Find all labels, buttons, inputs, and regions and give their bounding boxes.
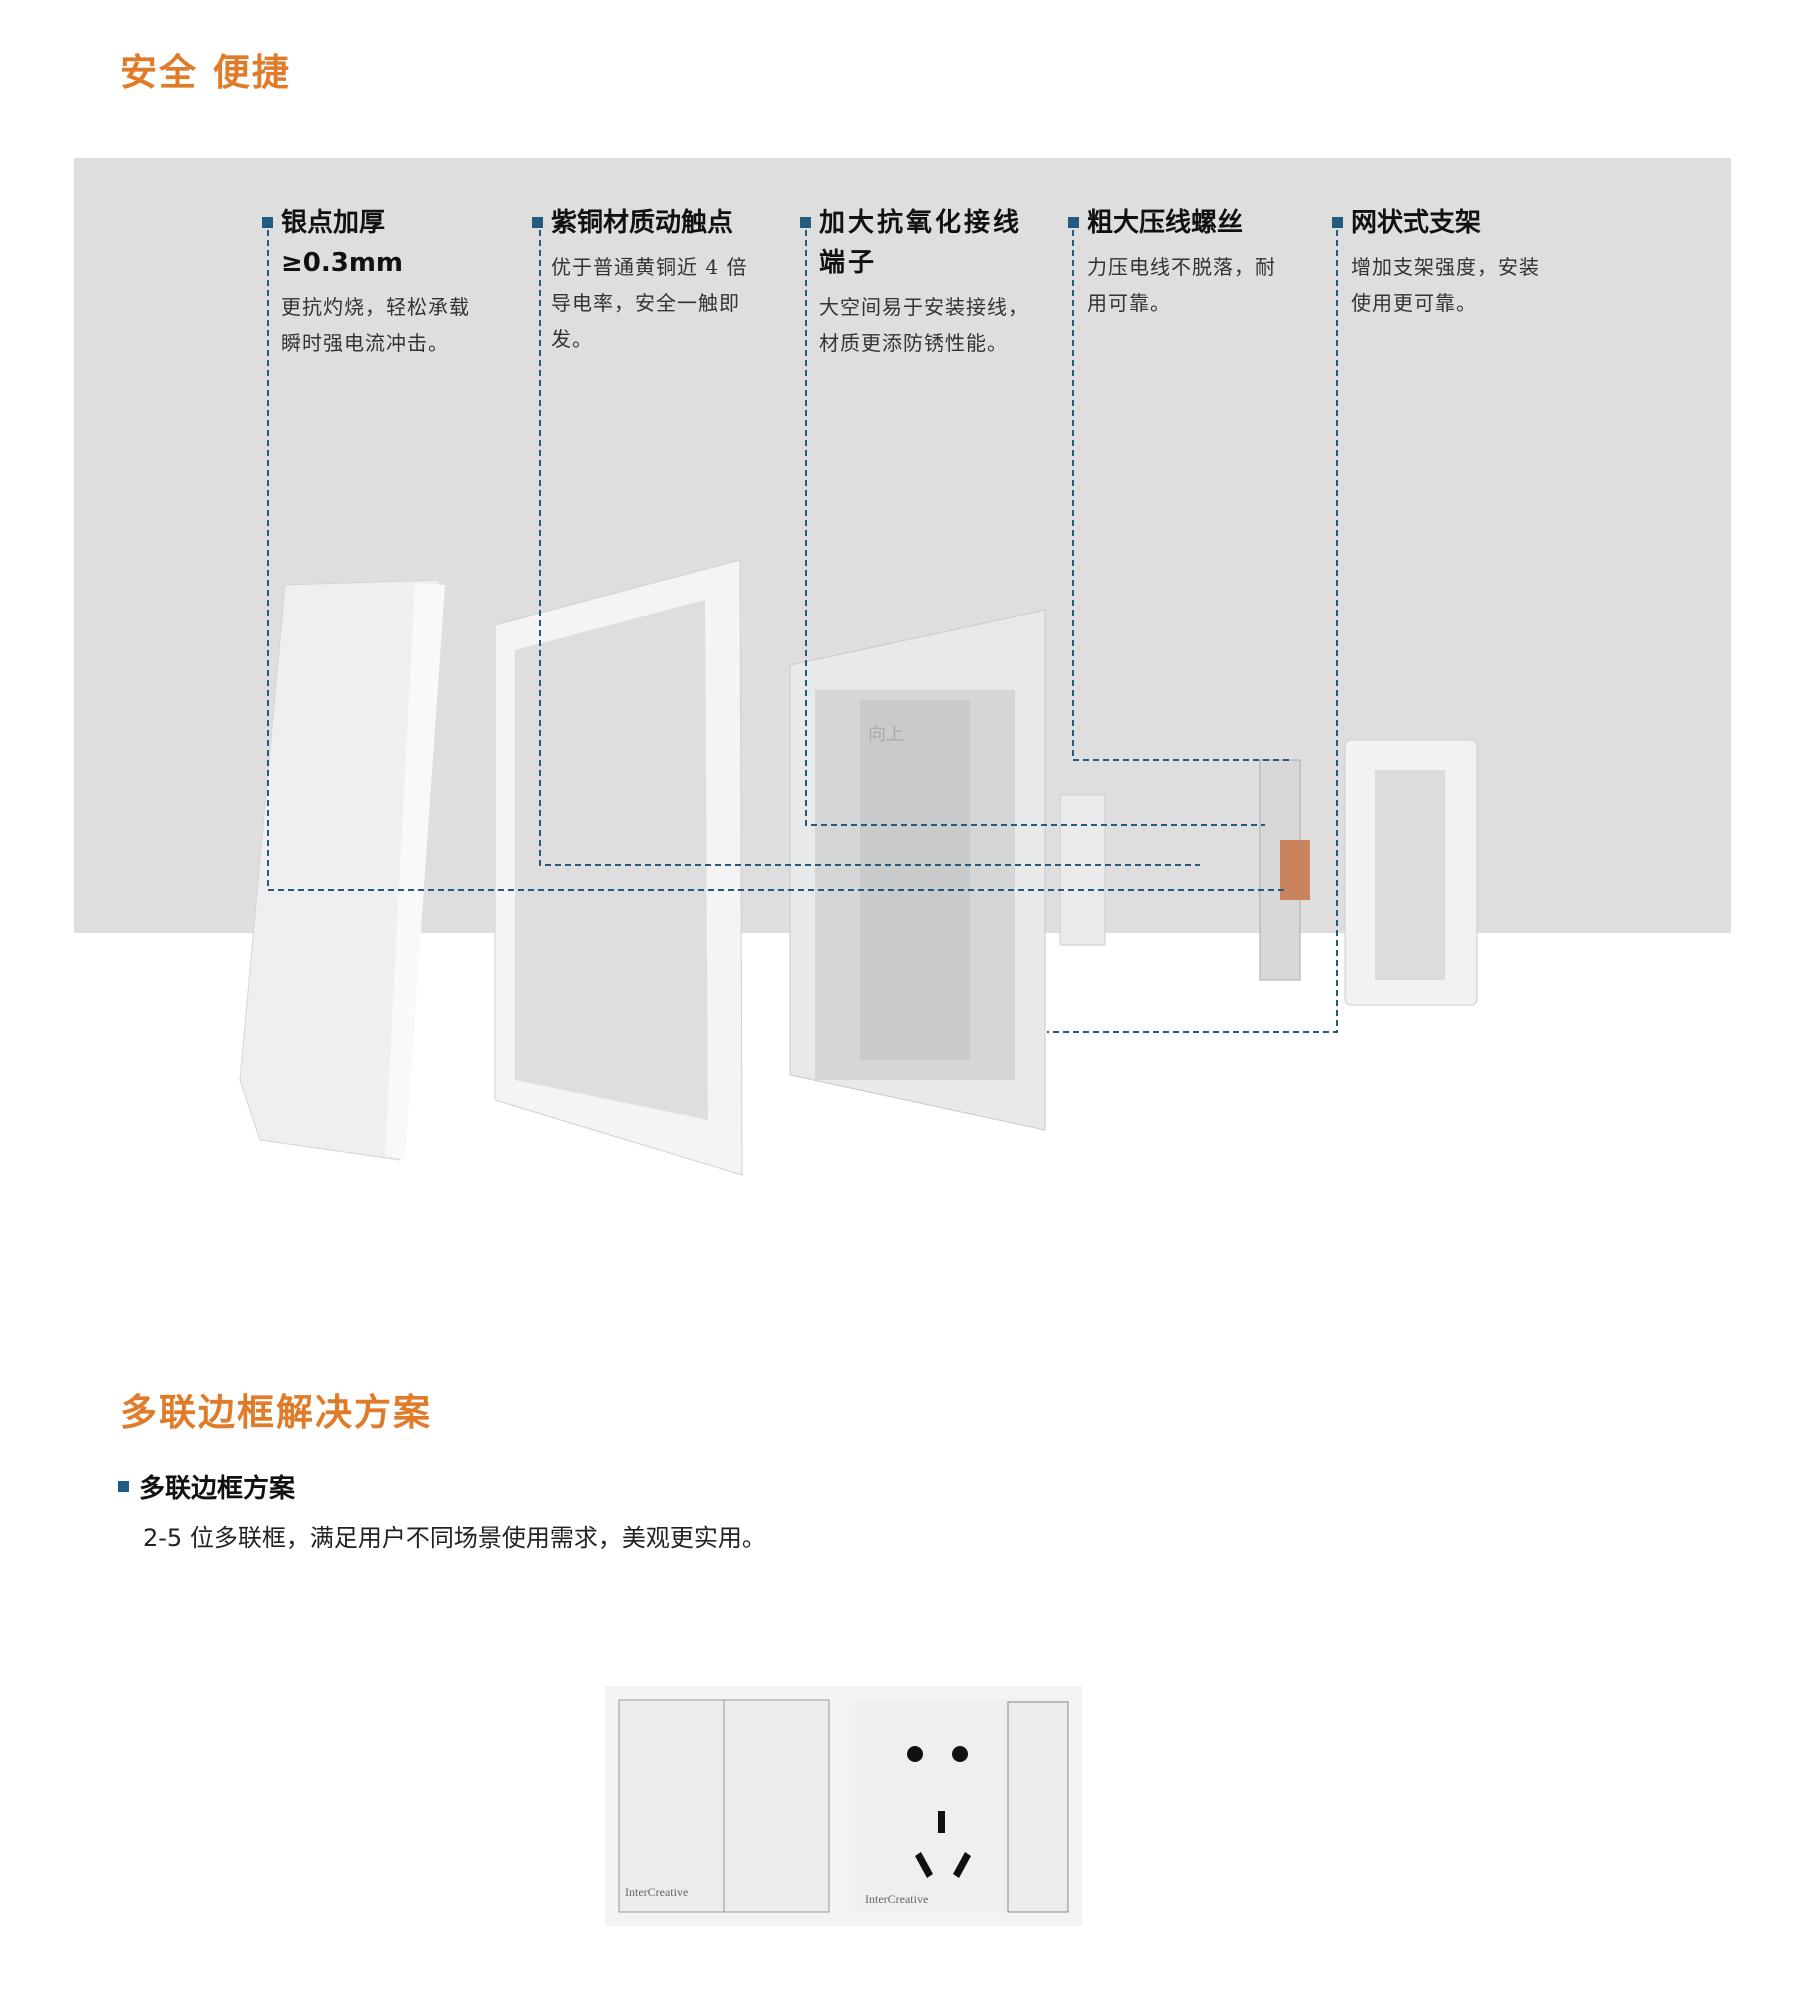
feature-terminal: 加大抗氧化接线端子 大空间易于安装接线， 材质更添防锈性能。 bbox=[800, 203, 1045, 361]
section-title-safety: 安全 便捷 bbox=[120, 51, 291, 94]
callout-lines bbox=[267, 230, 1338, 1033]
feature-text: 导电率，安全一触即 bbox=[551, 291, 740, 315]
feature-text: 发。 bbox=[551, 327, 593, 351]
feature-text: 力压电线不脱落，耐 bbox=[1087, 255, 1276, 279]
feature-title: 银点加厚≥0.3mm bbox=[281, 208, 404, 278]
feature-title: 加大抗氧化接线端子 bbox=[819, 208, 1023, 278]
feature-text: 瞬时强电流冲击。 bbox=[281, 331, 449, 355]
switch-cover-image bbox=[239, 579, 445, 1161]
subheading-text: 多联边框方案 bbox=[139, 1474, 296, 1504]
feature-text: 用可靠。 bbox=[1087, 291, 1171, 315]
bullet-icon bbox=[1332, 217, 1343, 228]
base-plate-image: 向上 bbox=[789, 609, 1046, 1131]
bullet-icon bbox=[262, 217, 273, 228]
brand-label: InterCreative bbox=[865, 1892, 928, 1906]
feature-screws: 粗大压线螺丝 力压电线不脱落，耐用可靠。 bbox=[1068, 203, 1308, 321]
switch-mechanism-image bbox=[1059, 794, 1106, 946]
bullet-icon bbox=[532, 217, 543, 228]
feature-silver-contact: 银点加厚≥0.3mm 更抗灼烧，轻松承载瞬时强电流冲击。 bbox=[262, 203, 502, 361]
feature-text: 优于普通黄铜近 4 倍 bbox=[551, 255, 748, 279]
bullet-icon bbox=[118, 1481, 129, 1492]
multi-frame-switch-image: InterCreative InterCreative bbox=[605, 1686, 1082, 1926]
frame-image bbox=[494, 559, 743, 1176]
section-title-multi-frame: 多联边框解决方案 bbox=[120, 1391, 432, 1434]
feature-title: 网状式支架 bbox=[1351, 208, 1482, 238]
feature-title: 粗大压线螺丝 bbox=[1087, 208, 1244, 238]
feature-copper-contact: 紫铜材质动触点 优于普通黄铜近 4 倍导电率，安全一触即发。 bbox=[532, 203, 772, 357]
feature-text: 大空间易于安装接线， bbox=[819, 295, 1029, 319]
brand-label: InterCreative bbox=[625, 1885, 688, 1899]
terminal-screws-image bbox=[1259, 759, 1310, 981]
description: 2-5 位多联框，满足用户不同场景使用需求，美观更实用。 bbox=[143, 1524, 766, 1552]
exploded-product-illustration: 向上 bbox=[239, 230, 1478, 1176]
mount-direction-label: 向上 bbox=[868, 724, 904, 745]
mesh-bracket-image bbox=[1344, 739, 1478, 1006]
feature-text: 使用更可靠。 bbox=[1351, 291, 1477, 315]
feature-text: 更抗灼烧，轻松承载 bbox=[281, 295, 470, 319]
feature-title: 紫铜材质动触点 bbox=[551, 208, 734, 238]
feature-text: 材质更添防锈性能。 bbox=[819, 331, 1008, 355]
socket-holes bbox=[907, 1746, 971, 1878]
subheading: 多联边框方案 bbox=[118, 1468, 295, 1505]
feature-text: 增加支架强度，安装 bbox=[1351, 255, 1540, 279]
bullet-icon bbox=[1068, 217, 1079, 228]
bullet-icon bbox=[800, 217, 811, 228]
feature-bracket: 网状式支架 增加支架强度，安装使用更可靠。 bbox=[1332, 203, 1572, 321]
